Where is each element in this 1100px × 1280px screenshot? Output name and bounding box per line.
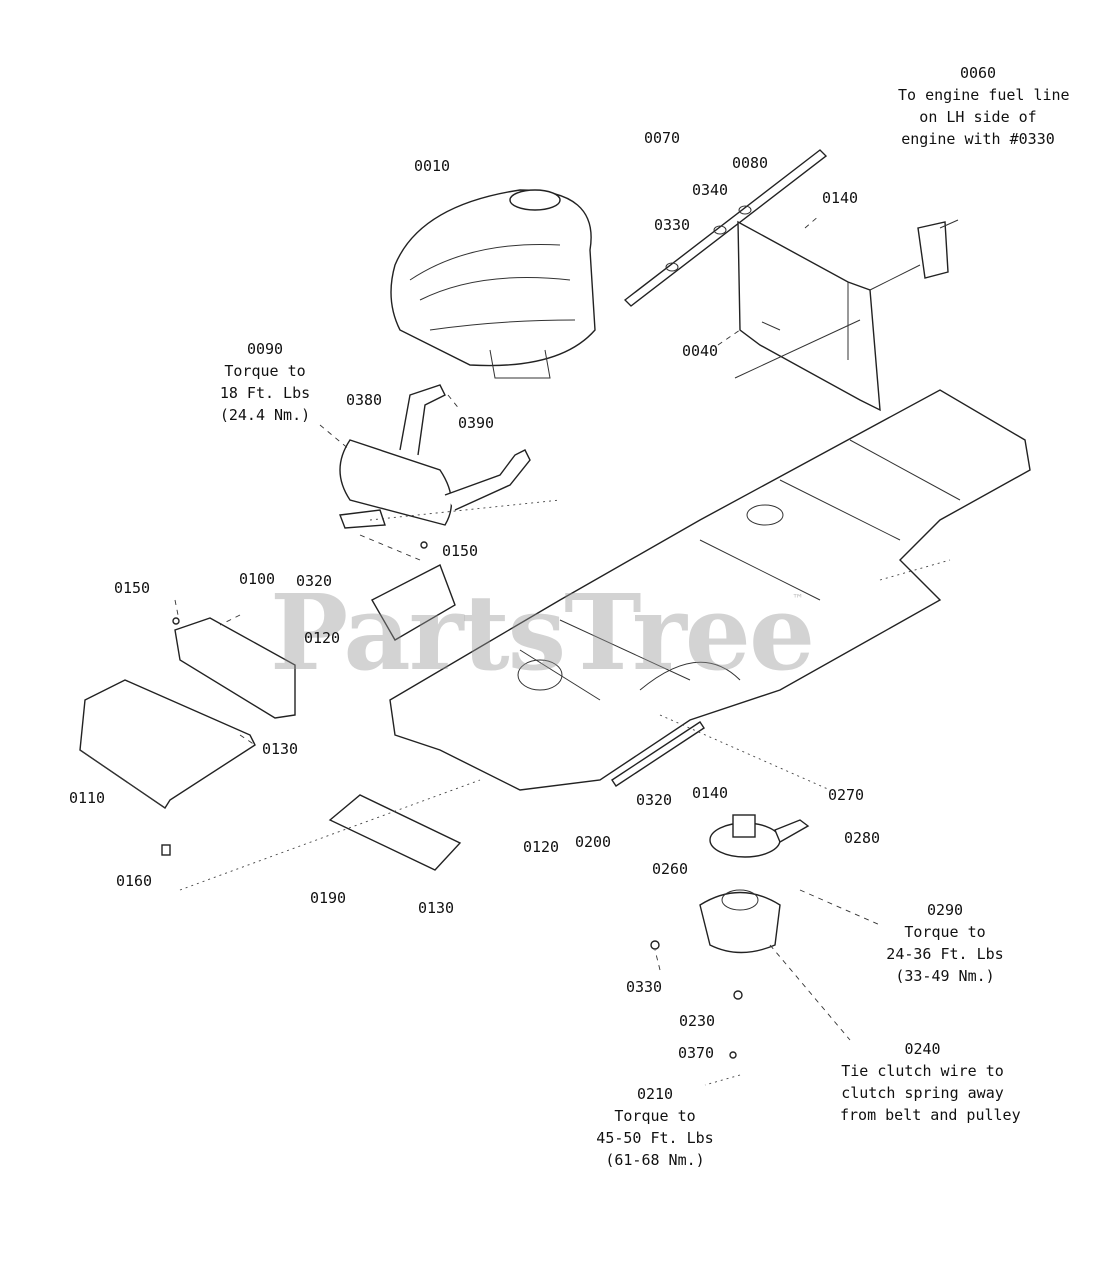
- callout-0390: 0390: [457, 414, 495, 432]
- callout-0040: 0040: [681, 342, 719, 360]
- engine-part: [390, 189, 596, 379]
- fasteners: [161, 541, 743, 1059]
- callout-0160: 0160: [115, 872, 153, 890]
- frame-part: [389, 389, 1031, 791]
- callout-0190: 0190: [309, 889, 347, 907]
- clutch-part: [699, 889, 781, 954]
- heat-shield-part: [734, 220, 881, 412]
- callout-0290: 0290 Torque to 24-36 Ft. Lbs (33-49 Nm.): [886, 901, 1004, 985]
- callout-0140-upper: 0140: [821, 189, 859, 207]
- callout-0240: 0240 Tie clutch wire to clutch spring aw…: [840, 1040, 1021, 1124]
- callout-0130-upper: 0130: [261, 740, 299, 758]
- callout-0120-upper: 0120: [303, 629, 341, 647]
- callout-0080: 0080: [731, 154, 769, 172]
- callout-0070: 0070: [643, 129, 681, 147]
- throttle-cable-part: [869, 219, 959, 291]
- shield-top-part: [174, 617, 296, 719]
- callout-0110: 0110: [68, 789, 106, 807]
- callout-0210: 0210 Torque to 45-50 Ft. Lbs (61-68 Nm.): [596, 1085, 714, 1169]
- callout-0150-left: 0150: [113, 579, 151, 597]
- callout-0120-lower: 0120: [522, 838, 560, 856]
- callout-0200: 0200: [574, 833, 612, 851]
- rod-part: [611, 721, 705, 787]
- callout-0090: 0090 Torque to 18 Ft. Lbs (24.4 Nm.): [219, 340, 311, 424]
- muffler-part: [339, 384, 531, 529]
- callout-0320-lower: 0320: [635, 791, 673, 809]
- pulley-part: [709, 814, 810, 858]
- callout-0100: 0100: [238, 570, 276, 588]
- callout-0060: 0060 To engine fuel line on LH side of e…: [898, 64, 1070, 148]
- callout-0140-lower: 0140: [691, 784, 729, 802]
- shield-bottom-part: [79, 679, 256, 809]
- callout-0380: 0380: [345, 391, 383, 409]
- callout-0340: 0340: [691, 181, 729, 199]
- callout-0150-center: 0150: [441, 542, 479, 560]
- callout-0260: 0260: [651, 860, 689, 878]
- callout-0330-lower: 0330: [625, 978, 663, 996]
- callout-0280: 0280: [843, 829, 881, 847]
- callout-0010: 0010: [413, 157, 451, 175]
- callout-0130-lower: 0130: [417, 899, 455, 917]
- callout-0230: 0230: [678, 1012, 716, 1030]
- trademark-symbol: ™: [792, 592, 804, 606]
- callout-0370: 0370: [677, 1044, 715, 1062]
- callout-0320-upper: 0320: [295, 572, 333, 590]
- fuel-line-part: [623, 149, 828, 307]
- footrest-plate-part: [328, 794, 462, 871]
- callout-0330-upper: 0330: [653, 216, 691, 234]
- leader-lines: [174, 214, 951, 1086]
- cover-plate-part: [371, 564, 456, 641]
- callout-0270: 0270: [827, 786, 865, 804]
